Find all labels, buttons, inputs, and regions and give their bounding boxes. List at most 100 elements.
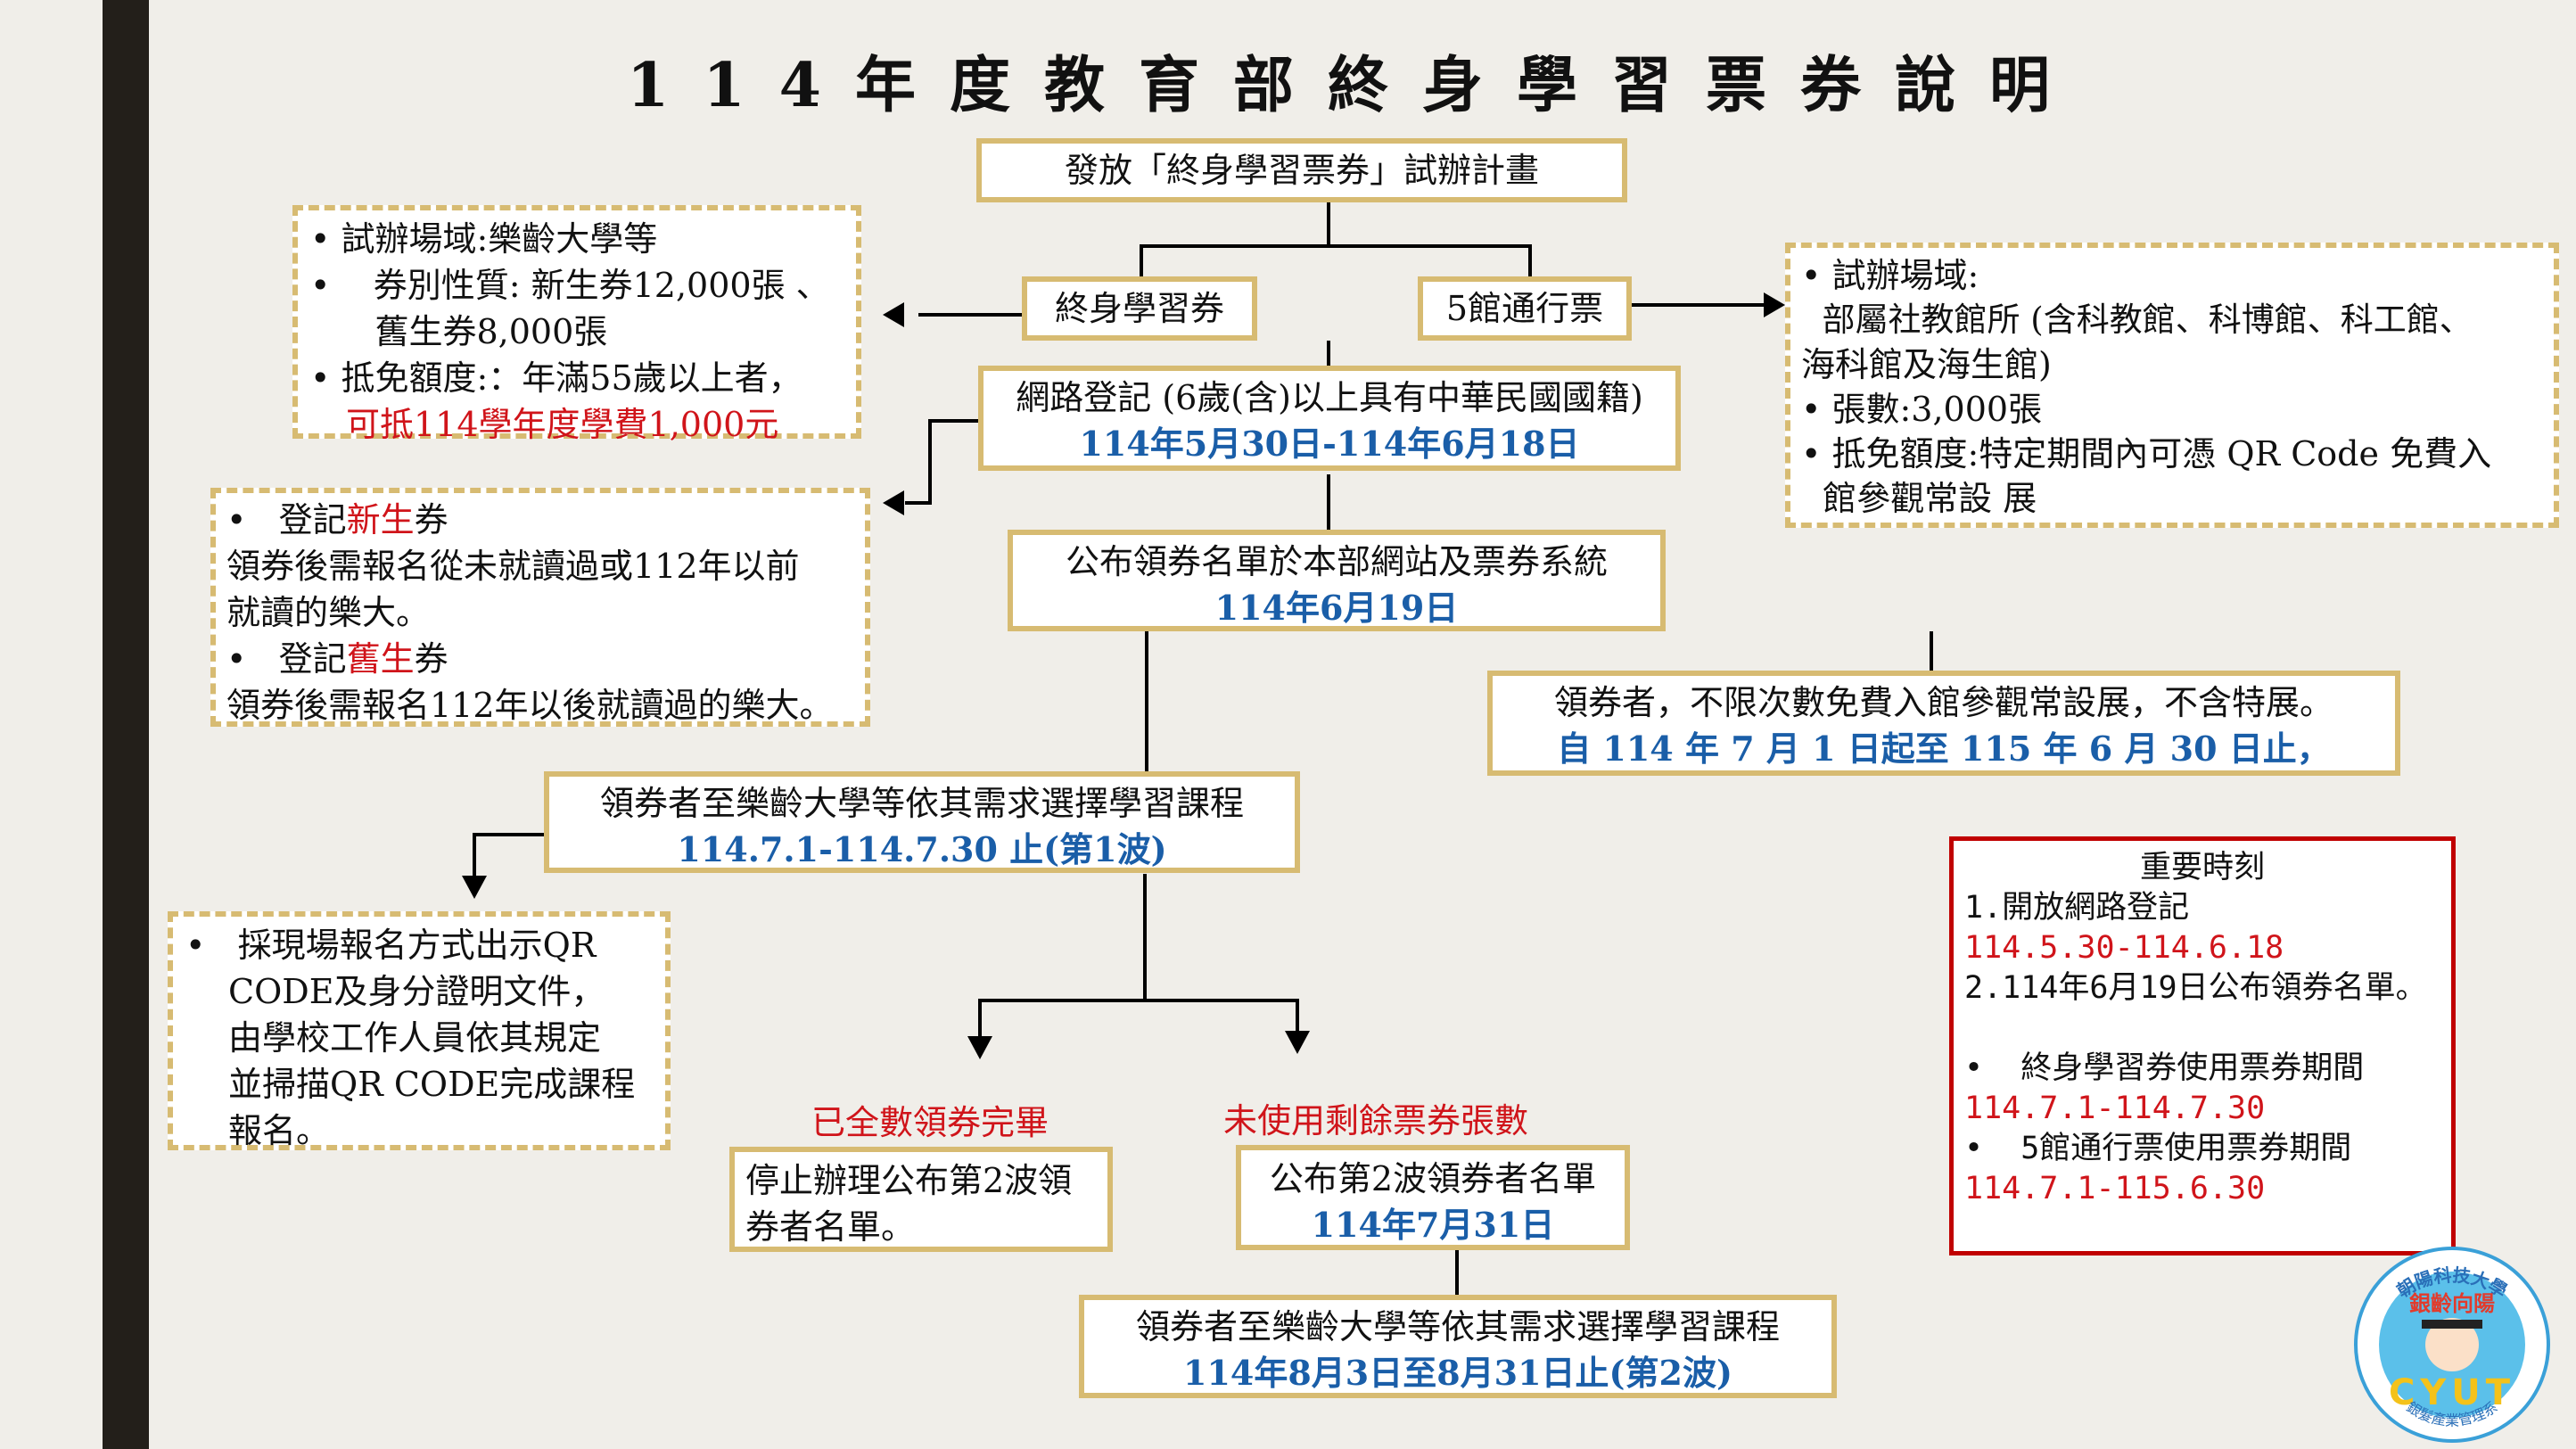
connector	[1140, 244, 1532, 248]
new-label: 新生	[346, 500, 415, 539]
spacer	[1964, 1009, 2440, 1049]
connector	[473, 833, 547, 836]
connector	[978, 999, 982, 1038]
course-selection-text: 領券者至樂齡大學等依其需求選擇學習課程	[599, 784, 1244, 823]
info-line: 海科館及海生館)	[1801, 345, 2052, 384]
old-ticket-desc: 領券後需報名112年以後就讀過的樂大。	[226, 686, 834, 725]
important-date: 114.7.1-114.7.30	[1964, 1091, 2266, 1126]
qr-line: CODE及身分證明文件，	[228, 972, 605, 1011]
plan-box: 發放「終身學習票券」試辦計畫	[976, 138, 1627, 202]
connector	[1140, 244, 1143, 280]
logo-sub-text: 銀齡向陽	[2409, 1291, 2495, 1316]
important-date: 114.5.30-114.6.18	[1964, 930, 2284, 966]
stop-text: 停止辦理公布第2波領	[745, 1161, 1073, 1200]
registration-text: 網路登記 (6歲(含)以上具有中華民國國籍)	[1016, 378, 1643, 417]
info-line: 館參觀常設 展	[1801, 479, 2037, 518]
stop-text: 券者名單。	[745, 1207, 916, 1247]
registration-date: 114年5月30日-114年6月18日	[1079, 424, 1580, 464]
important-item: • 5館通行票使用票券期間	[1964, 1131, 2352, 1166]
info-line: 部屬社教館所 (含科教館、科博館、科工館、	[1801, 301, 2473, 339]
qr-line: 報名。	[228, 1111, 331, 1150]
wave2-date: 114年7月31日	[1311, 1205, 1555, 1245]
five-venue-ticket-label: 5館通行票	[1445, 289, 1604, 328]
logo-letters: CYUT	[2389, 1372, 2515, 1413]
course-selection-wave1-box: 領券者至樂齡大學等依其需求選擇學習課程 114.7.1-114.7.30 止(第…	[544, 771, 1300, 873]
all-issued-label: 已全數領券完畢	[811, 1103, 1049, 1142]
lifelong-ticket-label: 終身學習券	[1054, 289, 1224, 328]
info-line: • 試辦場域:樂齡大學等	[310, 219, 658, 259]
connector	[1327, 196, 1330, 246]
new-ticket-desc: 領券後需報名從未就讀過或112年以前	[226, 547, 800, 586]
five-venue-info-box: • 試辦場域: 部屬社教館所 (含科教館、科博館、科工館、 海科館及海生館) •…	[1785, 243, 2559, 528]
course-selection-date: 114.7.1-114.7.30 止(第1波)	[677, 829, 1167, 869]
arrow-right	[1764, 292, 1785, 317]
museum-date: 自 114 年 7 月 1 日起至 115 年 6 月 30 日止，	[1557, 729, 2331, 769]
important-title: 重要時刻	[2139, 850, 2265, 885]
connector	[918, 313, 1022, 317]
arrow-left	[883, 302, 904, 327]
publish-date: 114年6月19日	[1214, 588, 1459, 628]
course-selection-wave2-box: 領券者至樂齡大學等依其需求選擇學習課程 114年8月3日至8月31日止(第2波)	[1079, 1295, 1837, 1398]
logo-face	[2425, 1318, 2479, 1371]
connector	[1327, 341, 1330, 367]
five-venue-ticket-box: 5館通行票	[1418, 276, 1632, 341]
info-line-highlight: 可抵114學年度學費1,000元	[346, 405, 779, 444]
page-title: 114年度教育部終身學習票券說明	[627, 50, 2084, 121]
lifelong-ticket-box: 終身學習券	[1022, 276, 1257, 341]
new-old-ticket-box: • 登記新生券 領券後需報名從未就讀過或112年以前 就讀的樂大。 • 登記舊生…	[210, 488, 870, 727]
text: 券	[414, 639, 449, 679]
connector	[928, 419, 932, 505]
new-ticket-desc: 就讀的樂大。	[226, 593, 431, 632]
connector	[1528, 244, 1532, 280]
stop-wave2-box: 停止辦理公布第2波領 券者名單。	[729, 1147, 1113, 1252]
qr-line: • 採現場報名方式出示QR	[185, 926, 597, 965]
important-dates-box: 重要時刻 1.開放網路登記 114.5.30-114.6.18 2.114年6月…	[1949, 836, 2456, 1256]
connector	[473, 833, 476, 877]
important-item: 1.開放網路登記	[1964, 890, 2190, 926]
qr-line: 由學校工作人員依其規定	[228, 1018, 602, 1058]
left-sidebar-bar	[103, 0, 149, 1449]
connector	[905, 501, 932, 505]
old-label: 舊生	[346, 639, 415, 679]
info-line: • 抵免額度:：年滿55歲以上者，	[310, 358, 802, 398]
connector	[1632, 303, 1765, 307]
qr-registration-box: • 採現場報名方式出示QR CODE及身分證明文件， 由學校工作人員依其規定 並…	[168, 911, 671, 1150]
wave2-text: 公布第2波領券者名單	[1269, 1159, 1597, 1198]
connector	[928, 419, 978, 423]
plan-text: 發放「終身學習票券」試辦計畫	[1064, 151, 1539, 190]
info-line: • 券別性質: 新生券12,000張 、	[310, 266, 830, 305]
important-item: 2.114年6月19日公布領券名單。	[1964, 970, 2427, 1006]
online-registration-box: 網路登記 (6歲(含)以上具有中華民國國籍) 114年5月30日-114年6月1…	[978, 366, 1681, 471]
connector	[1145, 631, 1148, 776]
info-line: • 張數:3,000張	[1801, 390, 2043, 429]
info-line: 舊生券8,000張	[310, 312, 608, 351]
publish-text: 公布領券名單於本部網站及票券系統	[1065, 542, 1608, 581]
qr-line: 並掃描QR CODE完成課程	[228, 1065, 636, 1104]
text: 券	[414, 500, 449, 539]
wave2-list-box: 公布第2波領券者名單 114年7月31日	[1236, 1145, 1630, 1250]
important-date: 114.7.1-115.6.30	[1964, 1171, 2266, 1206]
museum-visit-box: 領券者，不限次數免費入館參觀常設展，不含特展。 自 114 年 7 月 1 日起…	[1487, 671, 2400, 776]
lifelong-info-box: • 試辦場域:樂齡大學等 • 券別性質: 新生券12,000張 、 舊生券8,0…	[292, 205, 861, 444]
course-selection-text: 領券者至樂齡大學等依其需求選擇學習課程	[1135, 1307, 1780, 1346]
important-item: • 終身學習券使用票券期間	[1964, 1050, 2365, 1086]
connector	[1143, 874, 1147, 1000]
text: • 登記	[226, 639, 347, 679]
remaining-tickets-label: 未使用剩餘票券張數	[1223, 1101, 1529, 1140]
connector	[1296, 999, 1299, 1033]
arrow-down	[462, 876, 487, 899]
text: • 登記	[226, 500, 347, 539]
info-line: • 試辦場域:	[1801, 256, 1979, 295]
logo-cap	[2422, 1320, 2482, 1329]
arrow-left	[883, 490, 904, 515]
arrow-down	[967, 1036, 992, 1059]
info-line: • 抵免額度:特定期間內可憑 QR Code 免費入	[1801, 434, 2492, 473]
cyut-logo: 朝陽科技大學 銀齡向陽 CYUT 銀髮產業管理系	[2354, 1247, 2550, 1443]
course-selection-date: 114年8月3日至8月31日止(第2波)	[1183, 1353, 1732, 1393]
old-ticket-line: • 登記舊生券	[226, 636, 854, 682]
connector	[1930, 631, 1933, 672]
new-ticket-line: • 登記新生券	[226, 497, 854, 543]
connector	[1455, 1248, 1459, 1300]
arrow-down	[1285, 1031, 1310, 1054]
connector	[1327, 474, 1330, 531]
